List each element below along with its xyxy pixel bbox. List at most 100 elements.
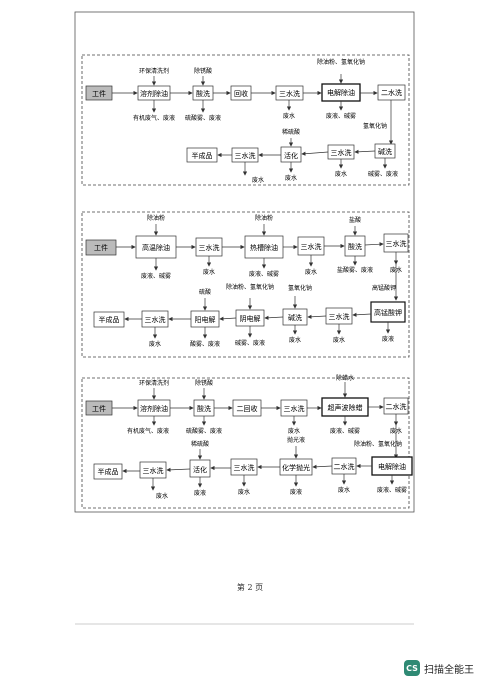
rinse3e-waste-note: 废水 — [149, 340, 161, 348]
rinse3b-waste-note: 废水 — [335, 170, 347, 178]
product-label: 半成品 — [98, 467, 119, 476]
anode-waste-note: 酸雾、废液 — [190, 340, 220, 348]
rinse3a-waste-note: 废水 — [283, 112, 295, 120]
activate-label: 活化 — [284, 151, 298, 160]
electro-waste-note: 废液、碱雾 — [377, 486, 407, 494]
pickle-label: 酸洗 — [196, 89, 210, 98]
activate-waste-note: 废液 — [194, 489, 206, 497]
ww1-note: 废液、碱雾 — [141, 272, 171, 280]
scanner-badge-text: 扫描全能王 — [424, 664, 474, 676]
acid-waste-note: 硫酸雾、废液 — [186, 427, 222, 435]
input-label: 工件 — [92, 89, 106, 98]
electro-label: 电解除油 — [327, 88, 355, 97]
flow1-row1: 工件 溶剂除油 酸洗 回收 三水洗 电解除油 二水洗 — [85, 83, 406, 102]
solvent-note: 环保清洗剂 — [139, 379, 169, 387]
organic-waste-note: 有机废气、废液 — [127, 427, 169, 435]
input-box — [85, 239, 117, 256]
ww2-note: 废液、碱雾 — [249, 270, 279, 278]
degreaser1-note: 除油粉 — [147, 214, 165, 222]
electro-waste-note: 废液、碱雾 — [326, 112, 356, 120]
rinse2-waste-note: 废水 — [390, 427, 402, 435]
scanner-badge: CS 扫描全能王 — [404, 660, 474, 676]
degrease-label: 溶剂除油 — [140, 89, 168, 98]
solvent-note: 环保清洗剂 — [139, 67, 169, 75]
recover-label: 二回收 — [237, 404, 258, 413]
acid-note: 除锈酸 — [195, 379, 213, 387]
naoh-note: 氢氧化钠 — [363, 122, 387, 130]
rinse3e-label: 三水洗 — [145, 315, 166, 324]
acid-waste-note: 盐酸雾、废液 — [337, 266, 373, 274]
rinse2-label: 二水洗 — [381, 88, 402, 97]
chem-polish-label: 化学抛光 — [282, 463, 310, 472]
hot-degrease2-label: 热槽除油 — [250, 243, 278, 252]
mn-note: 高锰酸钾 — [372, 284, 396, 292]
cathode-waste-note: 碱雾、废液 — [235, 339, 265, 347]
activate-label: 活化 — [193, 465, 207, 474]
recover-label: 回收 — [234, 89, 248, 98]
rinse3d-waste-note: 废水 — [333, 336, 345, 344]
acid-note: 除锈酸 — [194, 67, 212, 75]
mn-waste-note: 废液 — [382, 335, 394, 343]
organic-waste-note: 有机废气、废液 — [133, 114, 175, 122]
wax-note: 除蜡水 — [336, 374, 354, 382]
pickle-label: 酸洗 — [348, 242, 362, 251]
flow1-dashed-frame — [81, 54, 410, 186]
page-frame — [74, 11, 415, 513]
flow3-row1: 工件 溶剂除油 酸洗 二回收 三水洗 超声波除蜡 二水洗 — [85, 397, 409, 417]
product-box — [186, 147, 218, 163]
rinse3b-label: 三水洗 — [331, 148, 352, 157]
rinse3b-waste-note: 废水 — [305, 268, 317, 276]
rinse3c-label: 三水洗 — [143, 466, 164, 475]
rinse3c-label: 三水洗 — [235, 151, 256, 160]
polish-note: 抛光液 — [287, 436, 305, 444]
rinse3a-waste-note: 废水 — [288, 427, 300, 435]
activate-waste-note: 废水 — [285, 174, 297, 182]
rinse3c-label: 三水洗 — [386, 239, 407, 248]
rinse3a-label: 三水洗 — [284, 404, 305, 413]
degrease-label: 溶剂除油 — [140, 404, 168, 413]
flow2-row1: 工件 高温除油 三水洗 热槽除油 三水洗 酸洗 三水洗 — [85, 233, 409, 259]
product-box — [93, 463, 123, 480]
page-number: 第 2 页 — [236, 583, 264, 592]
electro-label: 电解除油 — [378, 462, 406, 471]
flow3-row2: 半成品 三水洗 活化 三水洗 化学抛光 二水洗 电解除油 — [93, 456, 413, 480]
rinse3c-waste-note: 废水 — [252, 176, 264, 184]
rinse3a-label: 三水洗 — [279, 89, 300, 98]
rinse3d-label: 三水洗 — [329, 312, 350, 321]
sulfuric-note: 稀硫酸 — [191, 440, 209, 448]
acid-waste-note: 硫酸雾、废液 — [185, 114, 221, 122]
flow1-row2: 半成品 三水洗 活化 三水洗 碱洗 — [186, 143, 396, 163]
rinse3c-waste-note: 废水 — [156, 492, 168, 500]
alkali-waste-note: 废水 — [289, 336, 301, 344]
rinse3c-waste-note: 废水 — [390, 266, 402, 274]
flow2-row2: 半成品 三水洗 阳电解 阴电解 碱洗 三水洗 高锰酸钾 — [93, 301, 406, 328]
alkali-label: 碱洗 — [378, 147, 392, 156]
sulfuric-note: 稀硫酸 — [282, 128, 300, 136]
alkali-label: 碱洗 — [288, 313, 302, 322]
rinse3b-label: 三水洗 — [301, 242, 322, 251]
alkali-waste-note: 碱雾、废液 — [368, 170, 398, 178]
polish-waste-note: 废液 — [290, 488, 302, 496]
rinse2-box — [377, 84, 406, 101]
rinse3b-waste-note: 废水 — [238, 488, 250, 496]
sulfuric-note: 硫酸 — [199, 288, 211, 296]
input-label: 工件 — [94, 243, 108, 252]
degreaser-note: 除油粉、氢氧化钠 — [354, 440, 402, 448]
product-label: 半成品 — [192, 151, 213, 160]
pickle-label: 酸洗 — [197, 404, 211, 413]
ultra-waste-note: 废液、碱雾 — [330, 427, 360, 435]
cs-logo-icon: CS — [404, 660, 420, 676]
cathode-label: 阴电解 — [240, 314, 261, 323]
mix-note: 除油粉、氢氧化钠 — [226, 283, 274, 291]
rinse2b-label: 二水洗 — [334, 462, 355, 471]
degreaser-note: 除油粉、氢氧化钠 — [317, 58, 365, 66]
degreaser2-note: 除油粉 — [255, 214, 273, 222]
permanganate-label: 高锰酸钾 — [374, 308, 402, 317]
rinse2-label: 二水洗 — [386, 402, 407, 411]
input-label: 工件 — [92, 404, 106, 413]
anode-label: 阳电解 — [195, 315, 216, 324]
ultra-label: 超声波除蜡 — [328, 403, 363, 412]
flow2-dashed-frame — [81, 211, 410, 358]
product-box — [93, 311, 125, 328]
